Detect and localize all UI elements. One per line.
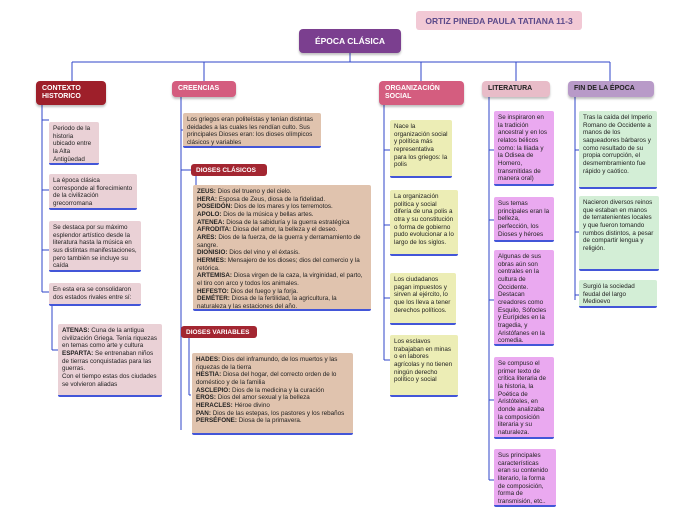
- org-note-ciudadanos[interactable]: Los ciudadanos pagan impuestos y sirven …: [390, 273, 456, 325]
- deity-description: Diosa de la sabiduría y la guerra estrat…: [226, 218, 350, 226]
- deity-name: AFRODITA:: [197, 226, 232, 234]
- deity-entry: ARTEMISA: Diosa virgen de la caza, la vi…: [197, 272, 367, 287]
- lit-note-temas[interactable]: Sus temas principales eran la belleza, p…: [494, 197, 554, 242]
- branch-contexto-historico[interactable]: CONTEXTO HISTORICO: [36, 81, 106, 105]
- deity-entry: POSEIDÓN: Dios de los mares y los terrem…: [197, 203, 367, 211]
- deity-entry: HERA: Esposa de Zeus, diosa de la fideli…: [197, 196, 367, 204]
- alianza-text: Con el tiempo estas dos ciudades se volv…: [62, 373, 157, 388]
- subbranch-dioses-variables[interactable]: DIOSES VARIABLES: [181, 326, 257, 338]
- deity-entry: HESTIA: Diosa del hogar, del correcto or…: [196, 371, 349, 386]
- dioses-variables-entries: HADES: Dios del inframundo, de los muert…: [196, 356, 349, 425]
- contexto-note-periodo[interactable]: Periodo de la historia ubicado entre la …: [49, 122, 99, 165]
- deity-entry: DEMÉTER: Diosa de la fertilidad, la agri…: [197, 295, 367, 311]
- fin-note-caida[interactable]: Tras la caída del Imperio Romano de Occi…: [579, 111, 657, 189]
- variables-spine: [188, 338, 191, 396]
- deity-description: Dios de la medicina y la curación: [232, 386, 325, 394]
- esparta-label: ESPARTA:: [62, 350, 94, 358]
- lit-note-poetica[interactable]: Se compuso el primer texto de crítica li…: [494, 357, 554, 439]
- deity-name: HADES:: [196, 356, 221, 363]
- contexto-note-estados[interactable]: En esta era se consolidaron dos estados …: [49, 283, 141, 306]
- deity-name: HERA:: [197, 195, 217, 203]
- deity-name: PAN:: [196, 409, 211, 417]
- author-label: ORTIZ PINEDA PAULA TATIANA 11-3: [416, 11, 582, 30]
- deity-name: ZEUS:: [197, 188, 216, 195]
- contexto-note-atenas-esparta[interactable]: ATENAS: Cuna de la antigua civilización …: [58, 324, 162, 397]
- branch-organizacion-social[interactable]: ORGANIZACIÓN SOCIAL: [379, 81, 464, 105]
- deity-name: ASCLEPIO:: [196, 386, 231, 394]
- deity-description: Dios del amor sexual y la belleza: [217, 394, 310, 402]
- atenas-label: ATENAS:: [62, 327, 90, 334]
- root-to-branches: [71, 53, 611, 81]
- deity-description: Héroe divino: [234, 402, 270, 410]
- deity-entry: HEFESTO: Dios del fuego y la forja.: [197, 288, 367, 296]
- deity-description: Diosa virgen de la caza, la virginidad, …: [197, 272, 363, 288]
- deity-entry: HERMES: Mensajero de los dioses; dios de…: [197, 257, 367, 272]
- lit-note-inspiracion[interactable]: Se inspiraron en la tradición ancestral …: [494, 111, 554, 186]
- deity-entry: ATENEA: Diosa de la sabiduría y la guerr…: [197, 219, 367, 227]
- contexto-note-epoca[interactable]: La época clásica corresponde al florecim…: [49, 174, 137, 210]
- deity-name: HEFESTO:: [197, 287, 229, 295]
- deity-name: APOLO:: [197, 211, 222, 219]
- deity-name: DEMÉTER:: [197, 295, 230, 303]
- lit-note-obras[interactable]: Algunas de sus obras aún son centrales e…: [494, 250, 554, 346]
- deity-name: EROS:: [196, 394, 216, 402]
- org-note-polis[interactable]: Nace la organización social y política m…: [390, 120, 452, 178]
- deity-description: Dios de los mares y los terremotos.: [234, 203, 333, 211]
- deity-entry: HADES: Dios del inframundo, de los muert…: [196, 356, 349, 371]
- deity-entry: ARES: Dios de la fuerza, de la guerra y …: [197, 234, 367, 249]
- deity-name: PERSÉFONE:: [196, 417, 237, 425]
- deity-entry: PAN: Dios de las estepas, los pastores y…: [196, 410, 349, 418]
- creencias-note-intro[interactable]: Los griegos eran politeístas y tenían di…: [183, 113, 321, 148]
- subbranch-dioses-clasicos[interactable]: DIOSES CLÁSICOS: [191, 164, 267, 176]
- deity-description: Dios del vino y el éxtasis.: [229, 249, 300, 257]
- deity-description: Esposa de Zeus, diosa de la fidelidad.: [218, 195, 326, 203]
- dioses-clasicos-list[interactable]: ZEUS: Dios del trueno y del cielo.HERA: …: [193, 185, 371, 311]
- deity-entry: DIONISIO: Dios del vino y el éxtasis.: [197, 249, 367, 257]
- fin-note-feudal[interactable]: Surgió la sociedad feudal del largo Medi…: [579, 280, 657, 308]
- deity-description: Mensajero de los dioses; dios del comerc…: [197, 257, 360, 272]
- deity-entry: APOLO: Dios de la música y bellas artes.: [197, 211, 367, 219]
- contexto-spine: [41, 105, 49, 293]
- deity-name: ARES:: [197, 234, 217, 242]
- deity-name: HERMES:: [197, 257, 227, 265]
- deity-name: ARTEMISA:: [197, 272, 232, 280]
- org-note-esclavos[interactable]: Los esclavos trabajaban en minas o en la…: [390, 335, 458, 397]
- deity-description: Dios de la fuerza, de la guerra y derram…: [197, 234, 361, 249]
- deity-description: Dios de las estepas, los pastores y los …: [212, 409, 345, 417]
- deity-name: DIONISIO:: [197, 249, 228, 257]
- org-note-gobierno[interactable]: La organización política y social diferí…: [390, 190, 458, 256]
- branch-creencias[interactable]: CREENCIAS: [172, 81, 236, 97]
- deity-entry: EROS: Dios del amor sexual y la belleza: [196, 394, 349, 402]
- deity-entry: ASCLEPIO: Dios de la medicina y la curac…: [196, 387, 349, 395]
- deity-description: Diosa de la primavera.: [238, 417, 302, 425]
- deity-description: Dios del fuego y la forja.: [230, 287, 299, 295]
- deity-entry: HERACLES: Héroe divino: [196, 402, 349, 410]
- deity-name: HERACLES:: [196, 402, 233, 410]
- dioses-variables-list[interactable]: HADES: Dios del inframundo, de los muert…: [192, 353, 353, 435]
- dioses-clasicos-entries: ZEUS: Dios del trueno y del cielo.HERA: …: [197, 188, 367, 311]
- deity-name: POSEIDÓN:: [197, 203, 233, 211]
- deity-entry: PERSÉFONE: Diosa de la primavera.: [196, 417, 349, 425]
- branch-fin-de-la-epoca[interactable]: FIN DE LA ÉPOCA: [568, 81, 654, 97]
- deity-entry: AFRODITA: Diosa del amor, la belleza y e…: [197, 226, 367, 234]
- lit-note-caracteristicas[interactable]: Sus principales características eran su …: [494, 449, 556, 507]
- esparta-text: Se entrenaban niños de tierras conquista…: [62, 350, 154, 373]
- deity-name: ATENEA:: [197, 218, 225, 226]
- deity-description: Diosa del hogar, del correcto orden de l…: [196, 371, 337, 387]
- root-node[interactable]: ÉPOCA CLÁSICA: [299, 29, 401, 53]
- deity-description: Dios de la música y bellas artes.: [223, 211, 314, 219]
- contexto-note-esplendor[interactable]: Se destaca por su máximo esplendor artís…: [49, 221, 141, 272]
- atenas-text: Cuna de la antigua civilización Griega. …: [62, 327, 158, 350]
- fin-note-reinos[interactable]: Nacieron diversos reinos que estaban en …: [579, 196, 659, 271]
- branch-literatura[interactable]: LITERATURA: [482, 81, 550, 97]
- deity-entry: ZEUS: Dios del trueno y del cielo.: [197, 188, 367, 196]
- deity-name: HESTIA:: [196, 371, 222, 379]
- deity-description: Dios del inframundo, de los muertos y la…: [196, 356, 338, 371]
- deity-description: Dios del trueno y del cielo.: [217, 188, 292, 195]
- deity-description: Diosa de la fertilidad, la agricultura, …: [197, 295, 337, 311]
- deity-description: Diosa del amor, la belleza y el deseo.: [232, 226, 338, 234]
